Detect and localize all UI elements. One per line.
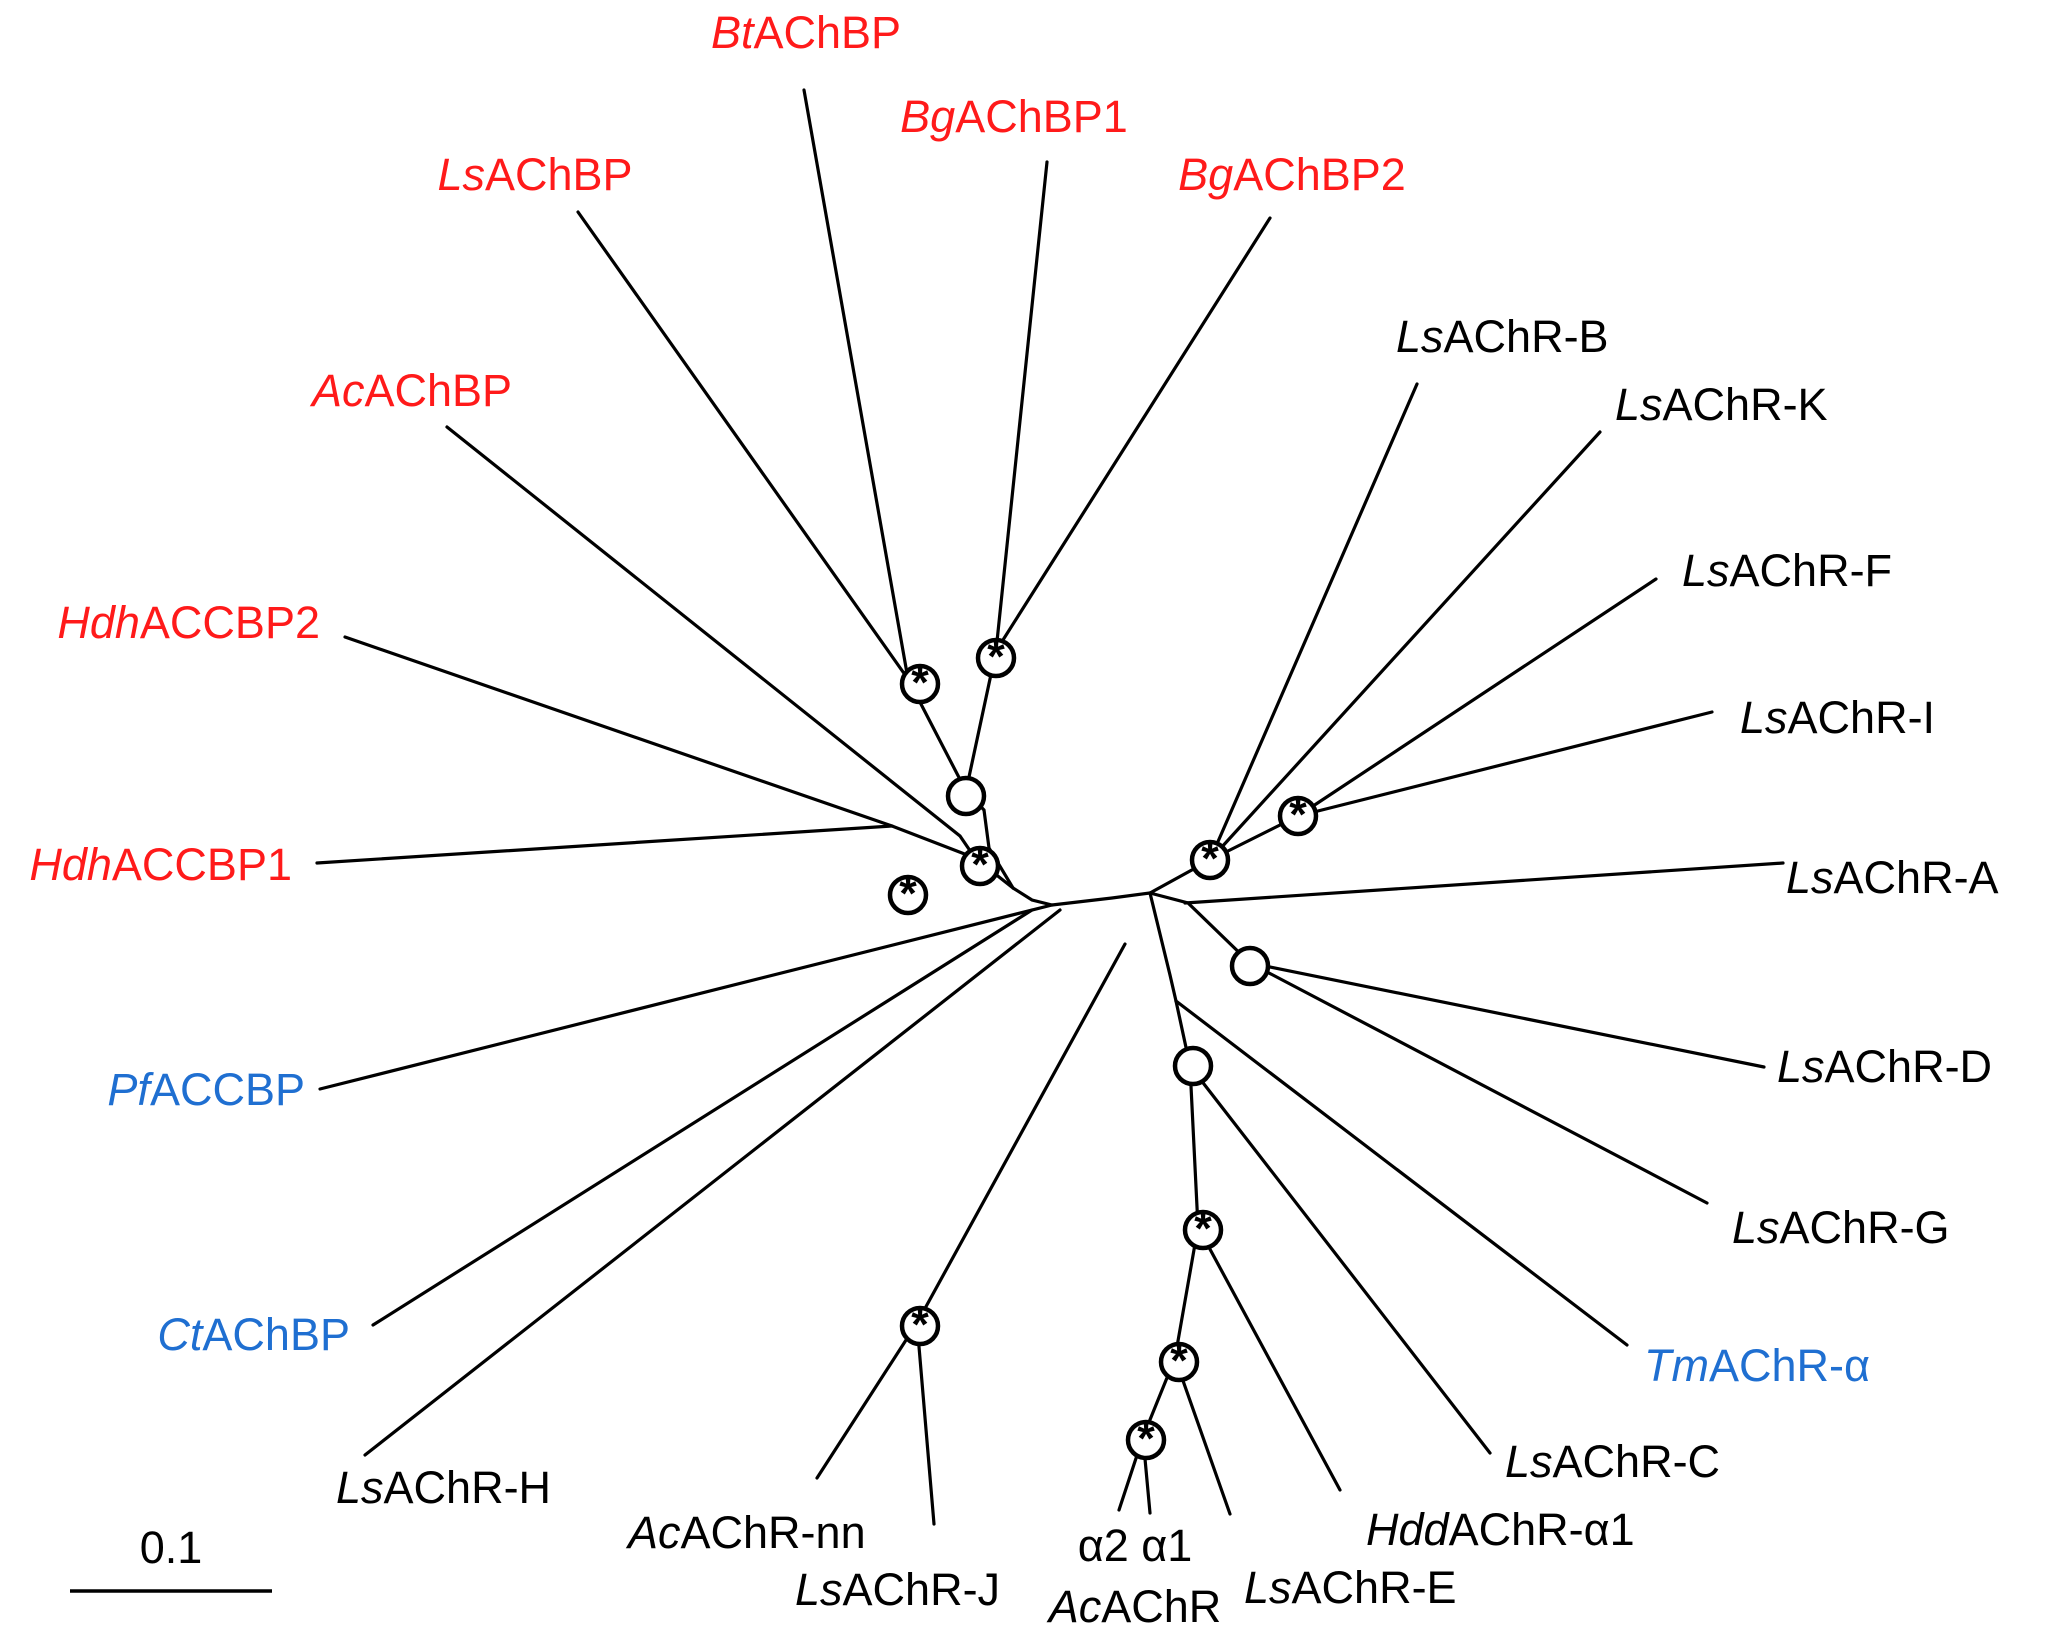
branch-to-nn-cluster	[915, 942, 1127, 1325]
asterisk-node-icon: *	[899, 657, 941, 708]
svg-text:*: *	[911, 1299, 929, 1350]
asterisk-node-icon: *	[1125, 1413, 1167, 1464]
svg-text:*: *	[1137, 1413, 1155, 1464]
branch-ls-achbp	[576, 210, 910, 681]
open-circle-node-icon	[1172, 1045, 1214, 1087]
branch-ls-achr-a	[1183, 861, 1785, 905]
tree-branches	[315, 88, 1785, 1526]
node-markers: * * * * * * * * * *	[887, 631, 1319, 1464]
open-circle-node-icon	[945, 775, 987, 817]
branch-ls-achr-j	[915, 1321, 936, 1526]
label-alpha2-alpha1: α2 α1	[1078, 1520, 1193, 1571]
svg-text:*: *	[1194, 1203, 1212, 1254]
scale-bar-label: 0.1	[140, 1522, 203, 1573]
branch-backbone-left	[1050, 891, 1152, 907]
label-ct-achbp: CtAChBP	[157, 1309, 350, 1360]
branch-ct-achbp	[371, 908, 1034, 1327]
asterisk-node-icon: *	[1182, 1203, 1224, 1254]
branch-ls-achr-g	[1248, 961, 1709, 1205]
branch-to-alpha-cluster	[1173, 1225, 1200, 1360]
branch-ls-achr-d	[1248, 961, 1766, 1069]
branch-pf-accbp	[318, 903, 1054, 1091]
label-ls-achr-b: LsAChR-B	[1396, 311, 1609, 362]
branch-right-backbone	[1148, 891, 1178, 1003]
label-ls-achr-e: LsAChR-E	[1244, 1562, 1457, 1613]
label-ls-achr-i: LsAChR-I	[1740, 692, 1935, 743]
label-ls-achr-j: LsAChR-J	[795, 1564, 1000, 1615]
asterisk-node-icon: *	[959, 839, 1001, 890]
branch-ac-achr-nn	[815, 1321, 919, 1480]
scale-bar: 0.1	[70, 1522, 272, 1593]
asterisk-node-icon: *	[1189, 833, 1231, 884]
taxon-labels: BtAChBP BgAChBP1 LsAChBP BgAChBP2 AcAChB…	[29, 7, 1998, 1632]
label-ls-achr-a: LsAChR-A	[1786, 852, 1999, 903]
asterisk-node-icon: *	[975, 631, 1017, 682]
label-ls-achr-f: LsAChR-F	[1682, 545, 1892, 596]
svg-text:*: *	[1201, 833, 1219, 884]
label-ac-achr: AcAChR	[1046, 1581, 1222, 1632]
branch-ls-achr-k	[1208, 430, 1602, 862]
label-bg-achbp1: BgAChBP1	[900, 91, 1128, 142]
label-ls-achbp: LsAChBP	[437, 149, 632, 200]
label-ac-achr-nn: AcAChR-nn	[625, 1507, 866, 1558]
branch-hdd-achr-a1	[1196, 1225, 1342, 1492]
svg-text:*: *	[987, 631, 1005, 682]
branch-ls-achr-h	[363, 908, 1062, 1457]
label-ls-achr-g: LsAChR-G	[1732, 1202, 1950, 1253]
svg-text:*: *	[971, 839, 989, 890]
svg-text:*: *	[911, 657, 929, 708]
branch-ac-achbp	[445, 425, 977, 860]
branch-ls-achr-b	[1208, 382, 1419, 862]
branch-tm-achr-a	[1174, 999, 1629, 1347]
label-ls-achr-c: LsAChR-C	[1505, 1436, 1720, 1487]
open-circle-node-icon	[1229, 945, 1271, 987]
label-hdh-accbp2: HdhACCBP2	[57, 597, 320, 648]
label-ls-achr-h: LsAChR-H	[336, 1462, 551, 1513]
label-hdd-achr-a1: HddAChR-α1	[1366, 1504, 1635, 1555]
asterisk-node-icon: *	[1158, 1335, 1200, 1386]
branch-ls-achr-f	[1296, 577, 1658, 818]
label-tm-achr-a: TmAChR-α	[1644, 1340, 1870, 1391]
branch-bt-achbp	[802, 88, 910, 681]
branch-to-asterisk-lower	[1188, 1064, 1200, 1229]
asterisk-node-icon: *	[887, 868, 929, 919]
label-ls-achr-k: LsAChR-K	[1615, 379, 1828, 430]
label-pf-accbp: PfACCBP	[107, 1064, 305, 1115]
label-ac-achbp: AcAChBP	[309, 365, 512, 416]
asterisk-node-icon: *	[1277, 789, 1319, 840]
branch-ls-achr-c	[1188, 1064, 1492, 1455]
label-ls-achr-d: LsAChR-D	[1777, 1041, 1992, 1092]
label-bg-achbp2: BgAChBP2	[1178, 149, 1406, 200]
branch-hdh-accbp1	[315, 824, 894, 865]
branch-ls-achr-i	[1296, 710, 1714, 818]
svg-text:*: *	[899, 868, 917, 919]
label-bt-achbp: BtAChBP	[711, 7, 901, 58]
branch-hdh-accbp2	[343, 635, 977, 860]
branch-bg-achbp2	[994, 216, 1272, 653]
asterisk-node-icon: *	[899, 1299, 941, 1350]
branch-root-left-cluster	[1011, 886, 1054, 907]
label-hdh-accbp1: HdhACCBP1	[29, 839, 292, 890]
branch-ls-achr-e	[1173, 1356, 1232, 1516]
svg-text:*: *	[1289, 789, 1307, 840]
svg-text:*: *	[1170, 1335, 1188, 1386]
branch-bg-achbp1	[994, 160, 1049, 653]
